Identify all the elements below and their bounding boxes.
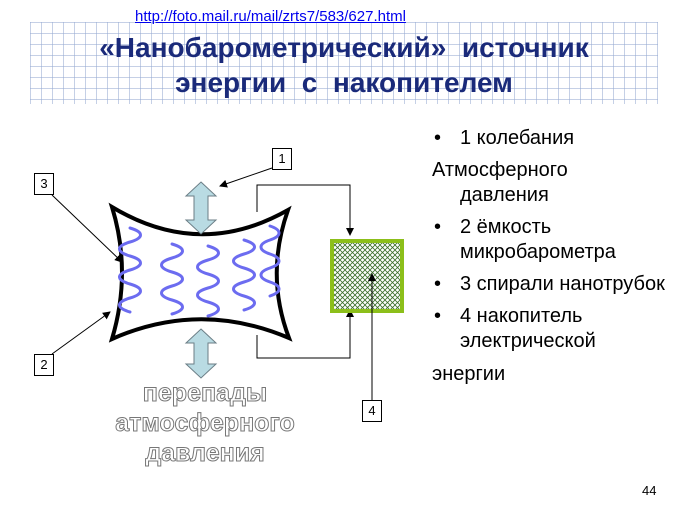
plain-item-1: Атмосферного давления bbox=[432, 158, 672, 208]
source-url-link[interactable]: http://foto.mail.ru/mail/zrts7/583/627.h… bbox=[135, 8, 406, 25]
caption-line-1: перепады bbox=[142, 379, 268, 408]
caption-line-2: атмосферного bbox=[115, 409, 296, 438]
pointer-1 bbox=[219, 167, 273, 188]
label-3: 3 bbox=[34, 173, 54, 195]
pressure-drop-caption: перепады атмосферного давления bbox=[100, 378, 310, 468]
bullet-dot-icon: • bbox=[434, 127, 442, 149]
label-1: 1 bbox=[272, 148, 292, 170]
title-line-2: энергии с накопителем bbox=[175, 67, 513, 98]
bullet-item-4: • 4 накопитель электрической bbox=[432, 304, 672, 354]
bullet-item-1: • 1 колебания bbox=[432, 126, 672, 151]
plain-text-continued: давления bbox=[460, 184, 549, 206]
spring-5 bbox=[259, 224, 281, 298]
plain-text: Атмосферного bbox=[432, 159, 568, 181]
label-4: 4 bbox=[362, 400, 382, 422]
plain-text: энергии bbox=[432, 363, 506, 385]
title-grid-background bbox=[30, 22, 658, 104]
energy-accumulator bbox=[330, 239, 404, 313]
double-arrow-bottom bbox=[184, 328, 218, 379]
page-number: 44 bbox=[642, 483, 657, 498]
plain-item-2: энергии bbox=[432, 362, 672, 387]
bullet-dot-icon: • bbox=[434, 273, 442, 295]
nanotube-springs bbox=[118, 224, 281, 318]
bullet-dot-icon: • bbox=[434, 305, 442, 327]
pointer-3 bbox=[51, 194, 123, 263]
bullet-dot-icon: • bbox=[434, 216, 442, 238]
bullet-text: 2 ёмкость микробарометра bbox=[460, 216, 616, 263]
bullet-text: 4 накопитель электрической bbox=[460, 305, 596, 352]
slide-title: «Нанобарометрический» источник энергии с… bbox=[30, 30, 658, 100]
spring-4 bbox=[232, 238, 256, 312]
bullet-text: 1 колебания bbox=[460, 127, 575, 149]
wire-bottom bbox=[256, 309, 354, 359]
caption-line-3: давления bbox=[145, 439, 265, 468]
label-2: 2 bbox=[34, 354, 54, 376]
double-arrow-top bbox=[184, 181, 218, 235]
bullet-item-2: • 2 ёмкость микробарометра bbox=[432, 215, 672, 265]
bullet-item-3: • 3 спирали нанотрубок bbox=[432, 272, 672, 297]
spring-3 bbox=[196, 244, 220, 318]
spring-2 bbox=[160, 242, 184, 316]
bullet-text: 3 спирали нанотрубок bbox=[460, 273, 665, 295]
legend-list: • 1 колебания Атмосферного давления • 2 ёмк… bbox=[432, 126, 672, 394]
spring-1 bbox=[118, 226, 142, 314]
title-line-1: «Нанобарометрический» источник bbox=[99, 32, 589, 63]
pointer-2 bbox=[51, 311, 111, 355]
wire-top bbox=[256, 184, 354, 236]
